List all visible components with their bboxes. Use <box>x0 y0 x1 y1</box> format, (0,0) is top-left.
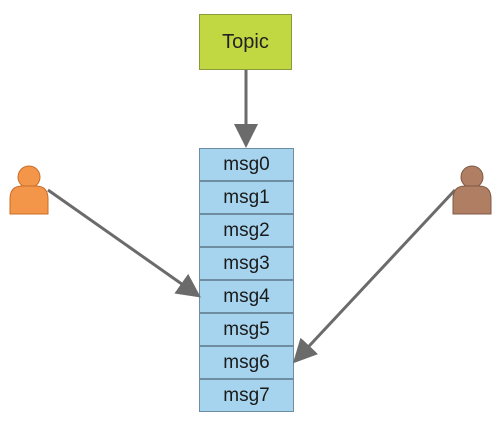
queue-cell-msg0: msg0 <box>199 148 294 181</box>
right-consumer-arrow <box>292 188 457 364</box>
queue-cell-msg3: msg3 <box>199 247 294 280</box>
queue-cell-label: msg5 <box>223 318 270 340</box>
queue-cell-msg1: msg1 <box>199 181 294 214</box>
left-consumer-arrow <box>47 188 201 298</box>
queue-cell-label: msg0 <box>223 153 270 175</box>
queue-cell-label: msg2 <box>223 219 270 241</box>
queue-cell-msg7: msg7 <box>199 379 294 412</box>
queue-cell-msg2: msg2 <box>199 214 294 247</box>
queue-cell-msg4: msg4 <box>199 280 294 313</box>
right-consumer-person-icon <box>452 165 492 215</box>
queue-cell-label: msg7 <box>223 384 270 406</box>
queue-cell-label: msg6 <box>223 351 270 373</box>
left-consumer-person-icon <box>9 165 49 215</box>
queue-cell-label: msg4 <box>223 285 270 307</box>
queue-cell-msg6: msg6 <box>199 346 294 379</box>
queue-cell-label: msg1 <box>223 186 270 208</box>
queue-cell-msg5: msg5 <box>199 313 294 346</box>
topic-box: Topic <box>199 14 292 70</box>
message-queue: msg0 msg1 msg2 msg3 msg4 msg5 msg6 msg7 <box>199 148 294 412</box>
queue-cell-label: msg3 <box>223 252 270 274</box>
topic-label: Topic <box>222 30 269 53</box>
